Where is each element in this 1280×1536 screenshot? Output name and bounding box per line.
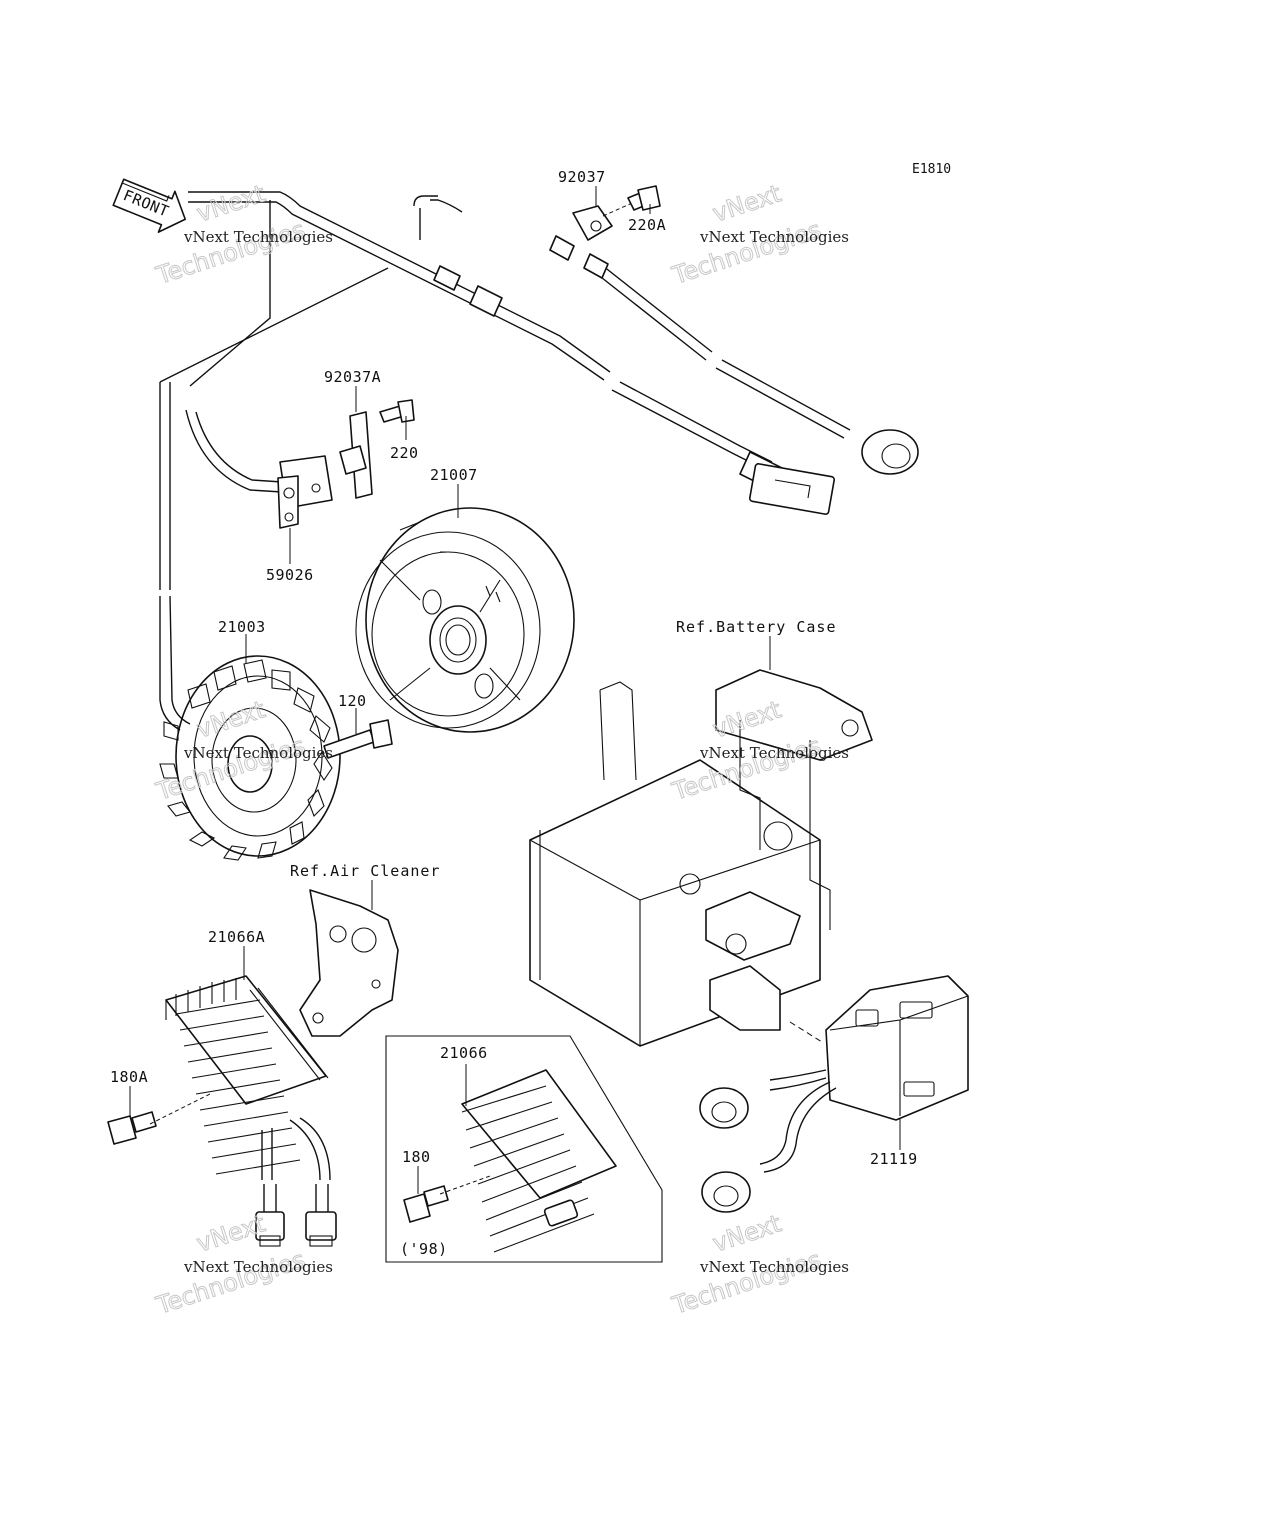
svg-text:vNext: vNext — [709, 1209, 784, 1257]
label-21066A: 21066A — [208, 928, 265, 946]
wiring-harness — [159, 191, 919, 590]
bracket-92037 — [572, 205, 613, 241]
pickup-coil-59026 — [277, 455, 333, 529]
watermark-2: vNext Technologies vNext Technologies — [668, 179, 849, 291]
svg-text:vNext Technologies: vNext Technologies — [183, 1258, 333, 1276]
watermark-6: vNext Technologies vNext Technologies — [668, 1209, 849, 1321]
svg-text:vNext: vNext — [193, 1209, 268, 1257]
svg-text:Technologies: Technologies — [668, 215, 824, 290]
svg-text:vNext Technologies: vNext Technologies — [699, 1258, 849, 1276]
regulator-21066 — [461, 1069, 617, 1253]
bolt-180 — [403, 1185, 449, 1223]
svg-text:vNext Technologies: vNext Technologies — [699, 744, 849, 762]
label-220: 220 — [390, 444, 419, 462]
watermark-1: vNext Technologies vNext Technologies — [152, 179, 333, 291]
bracket-92037A — [339, 411, 373, 499]
label-92037: 92037 — [558, 168, 606, 186]
svg-text:Technologies: Technologies — [668, 1245, 824, 1320]
regulator-21066A — [165, 975, 337, 1247]
svg-text:Technologies: Technologies — [152, 215, 308, 290]
label-220A: 220A — [628, 216, 666, 234]
leader-lines — [129, 186, 901, 1195]
label-120: 120 — [338, 692, 367, 710]
label-ref-battery-case: Ref.Battery Case — [676, 618, 837, 636]
bolt-120 — [323, 719, 393, 759]
bolt-220A — [602, 185, 661, 217]
front-arrow-icon: FRONT — [112, 178, 187, 233]
ecu-21119 — [699, 975, 969, 1213]
label-ref-air-cleaner: Ref.Air Cleaner — [290, 862, 440, 880]
stator-21003 — [159, 595, 341, 861]
diagram-code: E1810 — [912, 162, 951, 177]
svg-text:vNext Technologies: vNext Technologies — [699, 228, 849, 246]
label-21007: 21007 — [430, 466, 478, 484]
bolt-220 — [379, 399, 415, 423]
svg-text:vNext Technologies: vNext Technologies — [183, 744, 333, 762]
svg-text:vNext: vNext — [193, 179, 268, 227]
label-21066: 21066 — [440, 1044, 488, 1062]
bolt-180A — [107, 1111, 157, 1145]
label-21119: 21119 — [870, 1150, 918, 1168]
battery-case — [529, 669, 873, 1047]
label-180: 180 — [402, 1148, 431, 1166]
rotor-21007 — [355, 507, 575, 733]
label-59026: 59026 — [266, 566, 314, 584]
inset-box — [385, 1035, 663, 1263]
svg-text:Technologies: Technologies — [152, 1245, 308, 1320]
label-inset-note: ('98) — [400, 1240, 448, 1258]
label-21003: 21003 — [218, 618, 266, 636]
label-180A: 180A — [110, 1068, 148, 1086]
label-92037A: 92037A — [324, 368, 381, 386]
svg-text:vNext Technologies: vNext Technologies — [183, 228, 333, 246]
air-cleaner-bracket — [299, 889, 399, 1037]
svg-text:vNext: vNext — [709, 179, 784, 227]
part-labels: 92037 220A 92037A 220 21007 59026 21003 … — [110, 168, 918, 1258]
